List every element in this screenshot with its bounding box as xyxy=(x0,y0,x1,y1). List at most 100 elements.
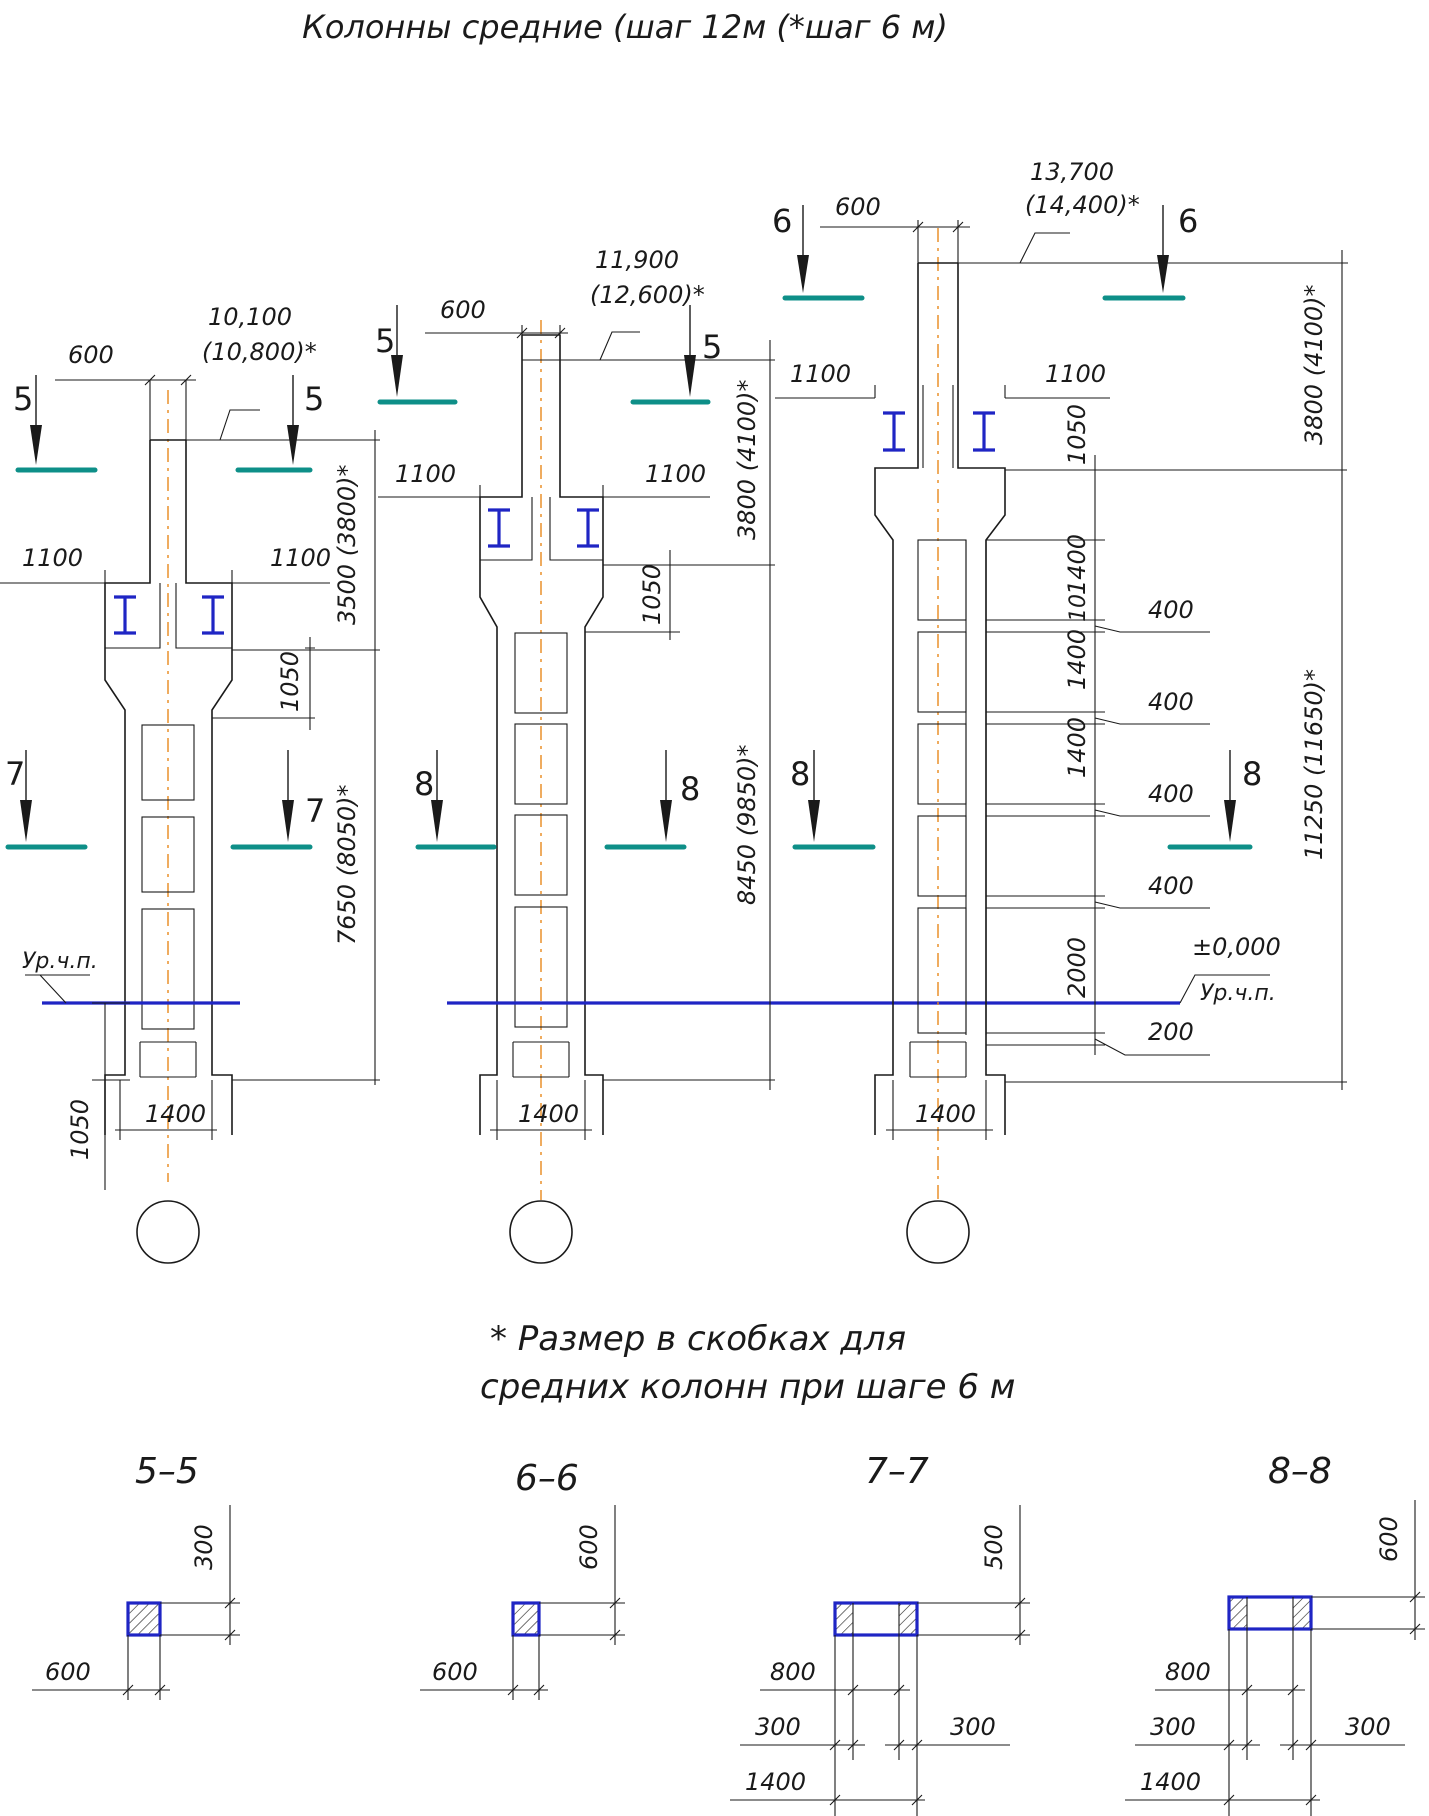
column-1-opening xyxy=(141,908,195,1030)
column-3-dim-panel: 1400 xyxy=(1063,629,1091,690)
column-2-console-left: 1100 xyxy=(395,460,456,488)
column-1-outline xyxy=(104,440,233,1135)
crane-rail-icon xyxy=(114,595,224,635)
column-2-elev-alt: (12,600)* xyxy=(590,281,705,309)
column-2-dim-lower: 8450 (9850)* xyxy=(733,744,761,905)
section-mark-6-right: 6 xyxy=(1102,202,1198,301)
section-mark-7-right: 7 xyxy=(230,750,325,850)
section-inner: 800 xyxy=(1165,1658,1211,1686)
column-2-console-right: 1100 xyxy=(645,460,706,488)
column-1: Ур.ч.п. 600 10,100 (10,800)* 1100 1100 3… xyxy=(0,303,380,1264)
section-number: 6 xyxy=(772,202,792,240)
column-2-outline xyxy=(479,335,604,1135)
column-3-gap: 400 xyxy=(1148,872,1194,900)
section-number: 7 xyxy=(5,755,25,793)
section-mark-8-right: 8 xyxy=(604,750,700,850)
note-line-2: средних колонн при шаге 6 м xyxy=(480,1367,1015,1407)
section-mark-6-left: 6 xyxy=(772,202,865,301)
section-height: 500 xyxy=(980,1524,1008,1570)
section-number: 7 xyxy=(305,792,325,830)
section-mark-7-left: 7 xyxy=(5,750,88,850)
column-1-base-width: 1400 xyxy=(145,1100,206,1128)
column-2-axis-marker xyxy=(509,1200,573,1264)
column-2-top-width: 600 xyxy=(440,296,486,324)
column-3-outline xyxy=(874,263,1006,1135)
section-number: 5 xyxy=(375,322,395,360)
column-1-ground-label: Ур.ч.п. xyxy=(22,949,98,974)
section-number: 8 xyxy=(1242,755,1262,793)
section-width: 600 xyxy=(432,1658,478,1686)
section-shape xyxy=(126,1601,162,1637)
section-height: 600 xyxy=(575,1524,603,1570)
crane-rail-icon xyxy=(883,411,995,452)
section-inner: 800 xyxy=(770,1658,816,1686)
column-3-base-width: 1400 xyxy=(915,1100,976,1128)
section-label: 8–8 xyxy=(1268,1451,1332,1492)
column-1-dim-console: 1050 xyxy=(276,651,304,712)
section-7-7: 7–7 500 800 300 300 1400 xyxy=(730,1451,1030,1816)
section-5-5: 5–5 300 600 xyxy=(32,1451,240,1700)
column-3-gap: 200 xyxy=(1148,1018,1194,1046)
section-label: 6–6 xyxy=(515,1458,579,1499)
column-2-opening xyxy=(514,632,568,714)
section-mark-5-left: 5 xyxy=(13,375,98,473)
section-shape xyxy=(833,1601,919,1637)
section-number: 5 xyxy=(304,380,324,418)
column-1-dim-base: 1050 xyxy=(66,1099,94,1160)
column-2-dim-upper: 3800 (4100)* xyxy=(733,379,761,540)
section-side-left: 300 xyxy=(755,1713,801,1741)
section-mark-8-right: 8 xyxy=(1167,750,1262,850)
section-width: 600 xyxy=(45,1658,91,1686)
column-3-gap: 400 xyxy=(1148,688,1194,716)
section-width: 1400 xyxy=(1140,1768,1201,1796)
column-3-ground-label: Ур.ч.п. xyxy=(1200,981,1276,1006)
column-3-dim-console: 1050 xyxy=(1063,404,1091,465)
section-shape xyxy=(511,1601,541,1637)
section-label: 7–7 xyxy=(865,1451,929,1492)
column-1-console-left: 1100 xyxy=(22,544,83,572)
column-2-opening xyxy=(514,814,568,896)
column-3-gap: 400 xyxy=(1148,596,1194,624)
section-number: 6 xyxy=(1178,202,1198,240)
column-1-axis-marker xyxy=(136,1200,200,1264)
section-width: 1400 xyxy=(745,1768,806,1796)
column-3-console-left: 1100 xyxy=(790,360,851,388)
column-1-elev: 10,100 xyxy=(208,303,292,331)
section-shape xyxy=(1227,1595,1313,1631)
section-label: 5–5 xyxy=(135,1451,199,1492)
section-6-6: 6–6 600 600 xyxy=(420,1458,625,1700)
section-mark-8-left: 8 xyxy=(790,750,876,850)
column-3-dim-upper: 3800 (4100)* xyxy=(1300,284,1328,445)
column-3-dim-panel: 2000 xyxy=(1063,937,1091,998)
section-side-right: 300 xyxy=(1345,1713,1391,1741)
column-3-elev-alt: (14,400)* xyxy=(1025,191,1140,219)
section-mark-5-right: 5 xyxy=(630,305,722,405)
section-mark-5-left: 5 xyxy=(375,305,458,405)
section-side-right: 300 xyxy=(950,1713,996,1741)
section-side-left: 300 xyxy=(1150,1713,1196,1741)
section-number: 5 xyxy=(13,380,33,418)
section-number: 8 xyxy=(680,770,700,808)
column-3-gap: 400 xyxy=(1148,780,1194,808)
column-3-dim-panel: 1400 xyxy=(1063,534,1091,595)
section-number: 8 xyxy=(414,765,434,803)
section-mark-8-left: 8 xyxy=(414,750,497,850)
column-1-dim-lower: 7650 (8050)* xyxy=(333,784,361,945)
level-zero-label: ±0,000 xyxy=(1192,933,1281,961)
column-3-elev: 13,700 xyxy=(1030,158,1114,186)
column-3-axis-marker xyxy=(906,1200,970,1264)
column-3-console-right: 1100 xyxy=(1045,360,1106,388)
column-1-opening xyxy=(141,816,195,893)
section-8-8: 8–8 600 800 300 300 1400 xyxy=(1125,1451,1425,1816)
column-2-elev: 11,900 xyxy=(595,246,679,274)
column-3-dim-small: 10 xyxy=(1066,594,1091,622)
column-3-top-width: 600 xyxy=(835,193,881,221)
column-2: 600 11,900 (12,600)* 1100 1100 3800 (410… xyxy=(375,246,1180,1264)
column-1-opening xyxy=(141,724,195,801)
column-1-elev-alt: (10,800)* xyxy=(202,338,317,366)
column-3: 600 13,700 (14,400)* 1100 1100 3800 (410… xyxy=(772,158,1348,1264)
column-2-dim-console: 1050 xyxy=(638,564,666,625)
section-height: 300 xyxy=(190,1524,218,1570)
section-number: 5 xyxy=(702,328,722,366)
